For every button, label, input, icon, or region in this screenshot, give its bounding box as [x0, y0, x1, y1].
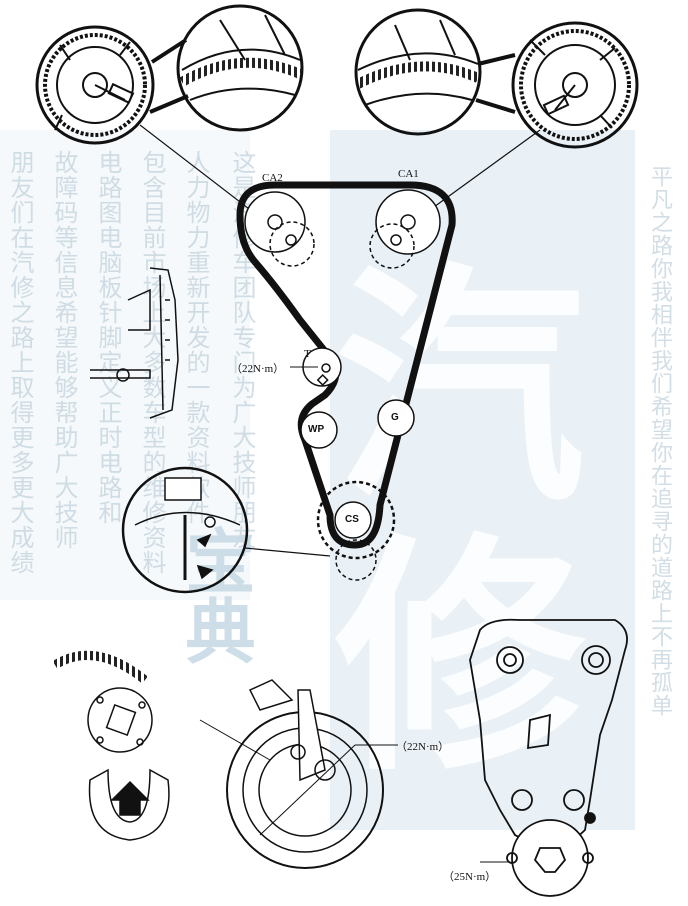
side-view-detail [90, 267, 179, 419]
idler-label: G [391, 412, 399, 423]
water-pump-pulley [300, 411, 338, 449]
tensioner-label: T [304, 348, 311, 360]
watermark-column-right: 平凡之路你我相伴我们希望你在追寻的道路上不再孤单 [647, 165, 672, 717]
tensioner-detail [226, 679, 384, 869]
watermark-char-1: 汽 [335, 243, 585, 534]
cam1-gear-detail [511, 21, 639, 149]
watermark-column-1: 朋友们在汽修之路上取得更多更大成绩 [6, 150, 34, 575]
lock-tool-detail [52, 650, 170, 841]
idler-pulley [377, 399, 415, 437]
cam2-zoom-detail [176, 4, 304, 132]
crankshaft-pulley [316, 480, 396, 581]
tensioner-detail-torque-label: （22N·m） [396, 741, 450, 753]
ca1-label: CA1 [398, 168, 419, 180]
watermark-column-5: 人力物力重新开发的一款资料软件 [182, 150, 210, 525]
watermark-char-3: 宝典 [174, 525, 256, 665]
watermark-column-2: 故障码等信息希望能够帮助广大技师 [50, 150, 78, 550]
ca2-label: CA2 [262, 172, 283, 184]
crank-bolt-detail [121, 466, 249, 594]
watermark-column-3: 电路图电脑板针脚定义正时电路和 [94, 150, 122, 525]
tensioner-torque-label: （22N·m） [231, 363, 285, 375]
cam2-gear-detail [35, 25, 155, 145]
watermark-panel [330, 130, 635, 830]
timing-belt [236, 181, 456, 549]
ca1-pulley [369, 189, 441, 269]
cam1-zoom-detail [354, 8, 482, 136]
crankshaft-label: CS [345, 514, 359, 525]
ca2-pulley [244, 191, 315, 267]
water-pump-label: WP [308, 424, 325, 435]
watermark-left-panel [0, 130, 250, 600]
crank-torque-label: （25N·m） [443, 871, 497, 883]
timing-cover [469, 618, 628, 897]
